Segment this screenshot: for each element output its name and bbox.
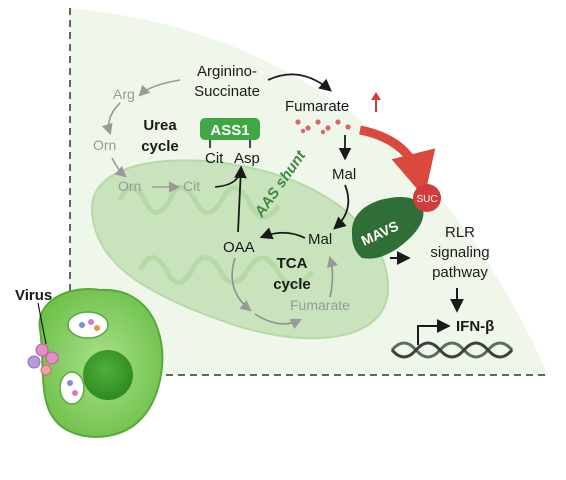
oaa-label: OAA xyxy=(223,239,255,256)
succination-arrow xyxy=(359,125,436,198)
orn-top-label: Orn xyxy=(93,137,116,153)
mitochondrion xyxy=(90,159,390,340)
fumarate-increase-icon xyxy=(371,92,381,112)
fumarate-label: Fumarate xyxy=(285,98,349,115)
suc-modification: SUC xyxy=(413,184,441,212)
argininosuccinate-label-line1: Arginino- xyxy=(197,63,257,80)
urea-cycle-title-line1: Urea xyxy=(143,117,177,134)
tca-cycle-title-line1: TCA xyxy=(277,255,308,272)
rlr-label-line3: pathway xyxy=(432,264,488,281)
virus-pointer-line xyxy=(37,302,47,345)
tca-cycle-dark-arrows xyxy=(259,227,306,240)
promoter-arrow-icon xyxy=(417,319,451,345)
ass1-enzyme-box xyxy=(200,118,260,140)
aas-shunt-arrow xyxy=(234,165,247,233)
mal-cytosol-label: Mal xyxy=(332,166,356,183)
rlr-label-line1: RLR xyxy=(445,224,475,241)
fumarate-tca-label: Fumarate xyxy=(290,297,350,313)
virus-particles xyxy=(27,343,59,376)
urea-cycle-arrows xyxy=(101,79,181,193)
cytosolic-pathway-arrows xyxy=(333,135,352,230)
orn-bottom-label: Orn xyxy=(118,178,141,194)
arg-label: Arg xyxy=(113,86,135,102)
mal-tca-label: Mal xyxy=(308,231,332,248)
asp-label: Asp xyxy=(234,150,260,167)
dna-helix-icon xyxy=(390,341,514,359)
mavs-protein: MAVS xyxy=(351,196,424,259)
ifn-beta-label: IFN-β xyxy=(456,318,494,335)
virus-label: Virus xyxy=(15,287,52,304)
tca-cycle-grey-arrows xyxy=(231,255,338,330)
rlr-label-line2: signaling xyxy=(430,244,489,261)
ass1-label: ASS1 xyxy=(210,122,249,139)
cit-left-label: Cit xyxy=(183,178,200,194)
infected-cell xyxy=(38,288,164,438)
suc-label: SUC xyxy=(416,194,437,205)
urea-cycle-title-line2: cycle xyxy=(141,138,179,155)
fumarate-accumulation-dots xyxy=(295,119,351,135)
argininosuccinate-label-line2: Succinate xyxy=(194,83,260,100)
tca-cycle-title-line2: cycle xyxy=(273,276,311,293)
argininosuccinate-to-fumarate-arrow xyxy=(267,73,332,92)
nucleus xyxy=(83,350,133,400)
cit-label: Cit xyxy=(205,150,224,167)
